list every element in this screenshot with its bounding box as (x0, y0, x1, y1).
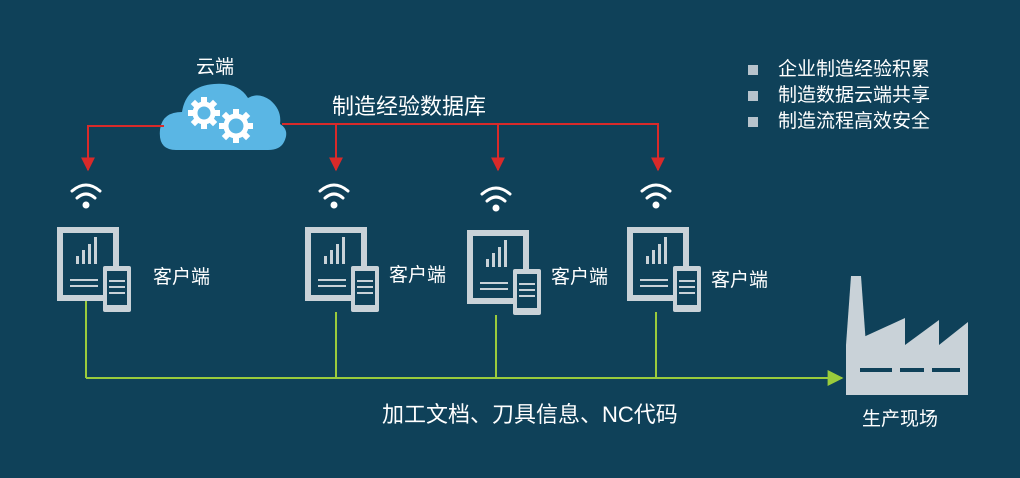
client-label: 客户端 (711, 270, 769, 291)
factory-label: 生产现场 (862, 409, 939, 430)
factory-icon (846, 276, 968, 395)
bullet-square-icon (748, 65, 758, 75)
benefit-text: 企业制造经验积累 (778, 59, 931, 80)
wifi-icon (480, 186, 512, 212)
benefit-item: 企业制造经验积累 (748, 57, 930, 83)
cloud-to-client-arrows (81, 123, 665, 172)
benefit-item: 制造数据云端共享 (748, 83, 930, 109)
benefit-item: 制造流程高效安全 (748, 109, 930, 135)
client-label: 客户端 (389, 265, 447, 286)
bullet-square-icon (748, 91, 758, 101)
cloud-gears-icon (159, 83, 287, 150)
wifi-icon (318, 183, 350, 209)
benefit-text: 制造流程高效安全 (778, 111, 931, 132)
database-label: 制造经验数据库 (332, 94, 487, 119)
cloud-label: 云端 (196, 57, 235, 78)
client-to-factory-lines (85, 301, 844, 386)
client-device-icon (467, 230, 541, 315)
wifi-icon (70, 183, 102, 209)
gear-icon (188, 97, 220, 129)
gear-icon (219, 109, 253, 143)
data-flow-label: 加工文档、刀具信息、NC代码 (382, 402, 678, 427)
bullet-square-icon (748, 117, 758, 127)
client-device-icon (305, 227, 379, 312)
benefit-text: 制造数据云端共享 (778, 85, 931, 106)
client-label: 客户端 (153, 267, 211, 288)
client-device-icon (627, 227, 701, 312)
client-label: 客户端 (551, 267, 609, 288)
client-device-icon (57, 227, 131, 312)
benefits-list: 企业制造经验积累 制造数据云端共享 制造流程高效安全 (748, 57, 930, 135)
wifi-icon (640, 183, 672, 209)
